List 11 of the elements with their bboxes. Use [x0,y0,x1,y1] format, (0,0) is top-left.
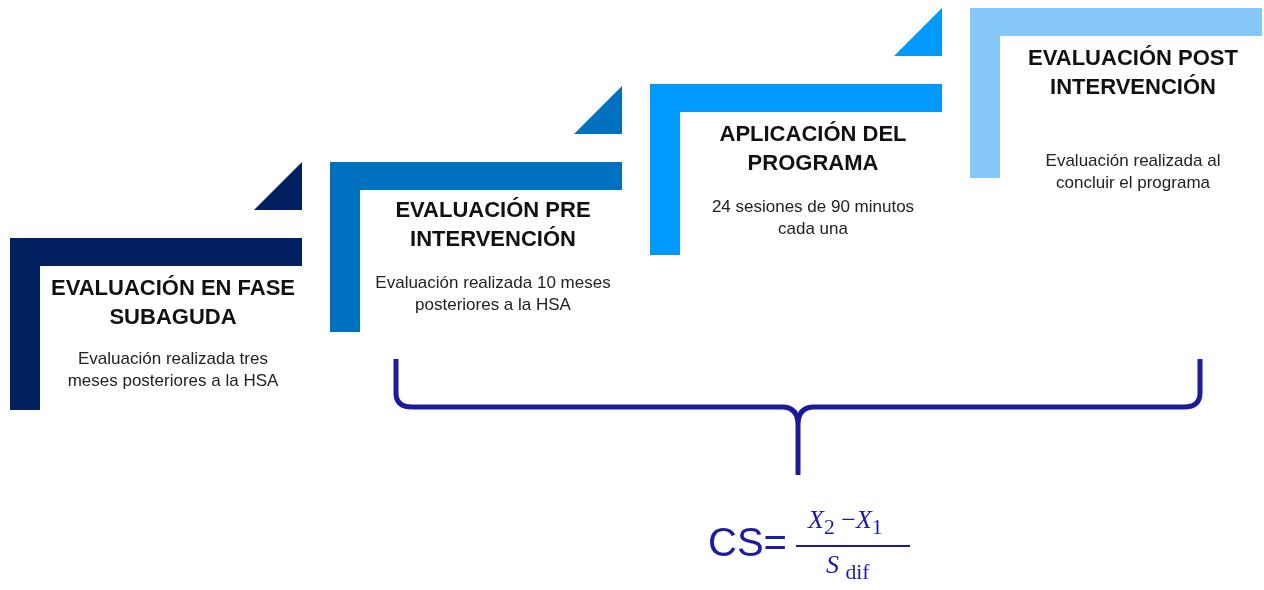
step-heading: EVALUACIÓN PRE INTERVENCIÓN [394,196,592,253]
formula-numerator: X$_{2}$ −X$_{1}$ [808,505,883,541]
step-description: Evaluación realizada tres meses posteriores a la HSA [66,348,280,393]
step-heading: EVALUACIÓN POST INTERVENCIÓN [1028,44,1238,101]
formula-text: CS= [708,520,787,565]
step-heading: APLICACIÓN DEL PROGRAMA [718,120,908,177]
step-description: 24 sesiones de 90 minutos cada una [710,196,916,241]
step-description: Evaluación realizada 10 meses posteriores a la HSA [375,272,611,317]
step-description: Evaluación realizada al concluir el programa [1044,150,1222,195]
formula-denominator: S $_{dif}$ [826,550,870,586]
step-heading: EVALUACIÓN EN FASE SUBAGUDA [49,274,297,331]
